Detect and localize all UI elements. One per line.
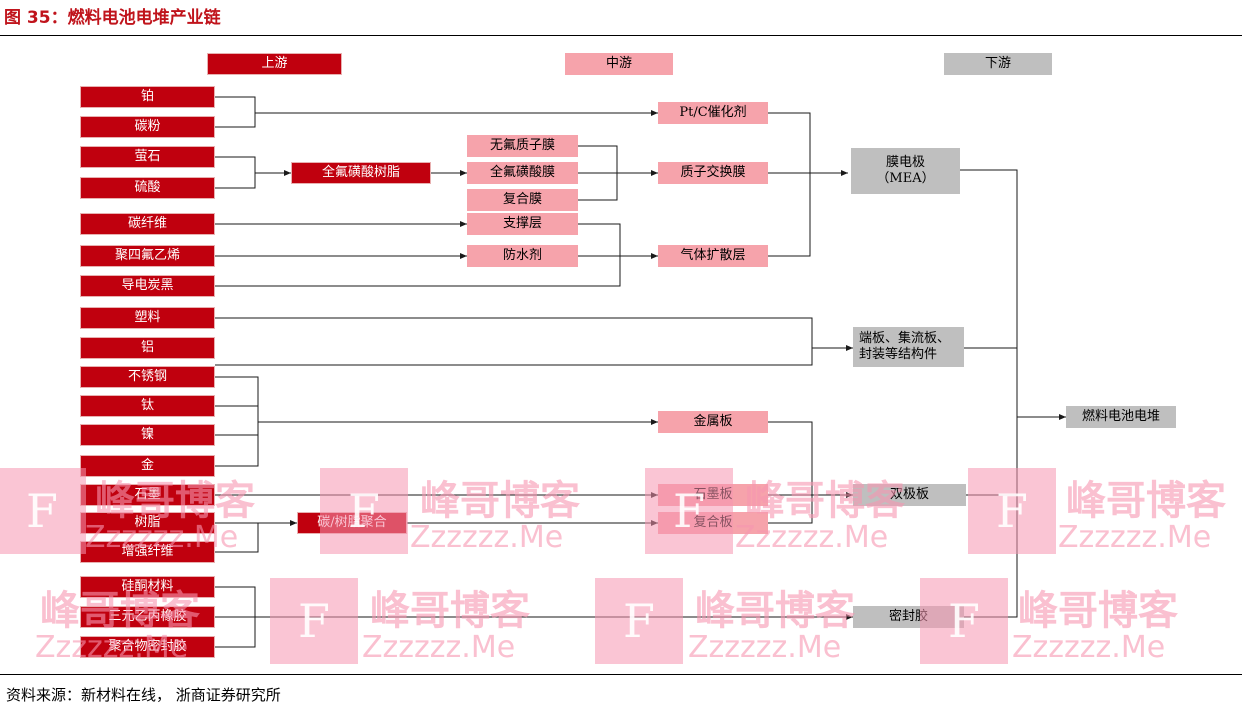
node-platinum: 铂 bbox=[80, 86, 215, 108]
node-epdm: 三元乙丙橡胶 bbox=[80, 606, 215, 628]
node-reinforced-fiber: 增强纤维 bbox=[80, 541, 215, 563]
node-mea: 膜电极 （MEA） bbox=[851, 148, 960, 194]
node-sealant: 密封胶 bbox=[853, 606, 964, 628]
node-support-layer: 支撑层 bbox=[467, 213, 578, 235]
node-perfluoro-sulfonic-membrane: 全氟磺酸膜 bbox=[467, 162, 578, 184]
header-midstream: 中游 bbox=[565, 53, 673, 75]
node-pfsa-resin: 全氟磺酸树脂 bbox=[291, 162, 431, 184]
header-upstream: 上游 bbox=[207, 53, 342, 75]
node-carbon-resin-composite: 碳/树脂聚合 bbox=[297, 512, 407, 534]
node-silicone: 硅酮材料 bbox=[80, 576, 215, 598]
node-resin: 树脂 bbox=[80, 512, 215, 534]
node-end-plates-line2: 封装等结构件 bbox=[859, 347, 938, 362]
node-fluorite: 萤石 bbox=[80, 146, 215, 168]
node-pt-c-catalyst: Pt/C催化剂 bbox=[658, 102, 768, 124]
node-ptfe: 聚四氟乙烯 bbox=[80, 245, 215, 267]
node-mea-line1: 膜电极 bbox=[885, 155, 925, 170]
node-nickel: 镍 bbox=[80, 424, 215, 446]
node-bipolar-plate: 双极板 bbox=[853, 484, 966, 506]
node-plastic: 塑料 bbox=[80, 307, 215, 329]
top-rule bbox=[0, 35, 1242, 36]
node-waterproof-agent: 防水剂 bbox=[467, 245, 578, 267]
node-proton-exchange-membrane: 质子交换膜 bbox=[658, 162, 768, 184]
node-end-plates-line1: 端板、集流板、 bbox=[859, 331, 951, 346]
node-fluorine-free-membrane: 无氟质子膜 bbox=[467, 135, 578, 157]
node-graphite: 石墨 bbox=[80, 484, 215, 506]
node-polymer-sealant: 聚合物密封胶 bbox=[80, 636, 215, 658]
node-sulfuric-acid: 硫酸 bbox=[80, 177, 215, 199]
source-note: 资料来源：新材料在线， 浙商证券研究所 bbox=[6, 686, 281, 704]
node-stainless-steel: 不锈钢 bbox=[80, 366, 215, 388]
node-mea-line2: （MEA） bbox=[876, 171, 935, 186]
node-gold: 金 bbox=[80, 455, 215, 477]
node-carbon-powder: 碳粉 bbox=[80, 116, 215, 138]
node-conductive-carbon-black: 导电炭黑 bbox=[80, 275, 215, 297]
node-aluminum: 铝 bbox=[80, 337, 215, 359]
node-fuel-cell-stack: 燃料电池电堆 bbox=[1066, 406, 1176, 428]
node-graphite-plate: 石墨板 bbox=[658, 484, 768, 506]
node-titanium: 钛 bbox=[80, 395, 215, 417]
node-carbon-fiber: 碳纤维 bbox=[80, 213, 215, 235]
node-gas-diffusion-layer: 气体扩散层 bbox=[658, 245, 768, 267]
node-composite-plate: 复合板 bbox=[658, 512, 768, 534]
node-metal-plate: 金属板 bbox=[658, 411, 768, 433]
node-composite-membrane: 复合膜 bbox=[467, 189, 578, 211]
bottom-rule bbox=[0, 674, 1242, 675]
node-end-plates: 端板、集流板、 封装等结构件 bbox=[853, 327, 964, 367]
figure-title: 图 35：燃料电池电堆产业链 bbox=[4, 8, 221, 28]
header-downstream: 下游 bbox=[944, 53, 1052, 75]
